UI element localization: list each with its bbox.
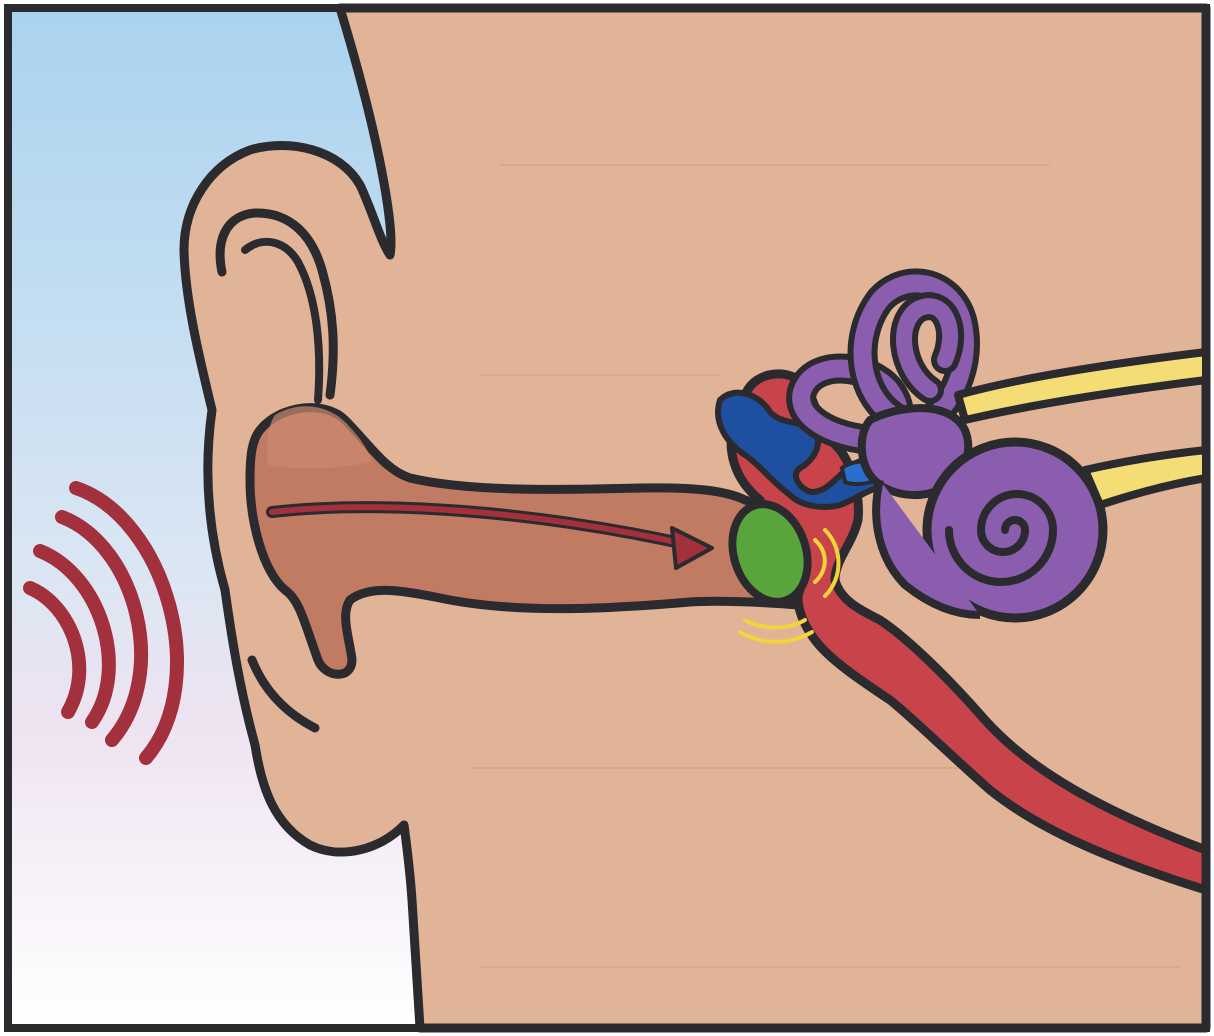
ear-anatomy-diagram: [0, 0, 1214, 1036]
